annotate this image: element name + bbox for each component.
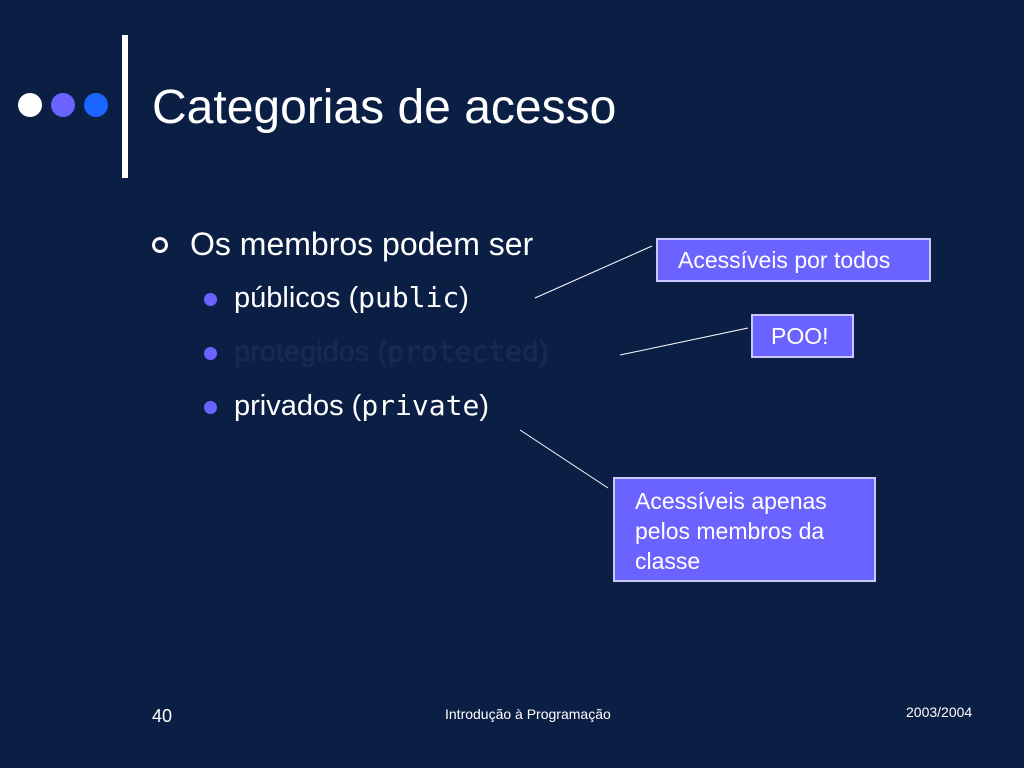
- code-keyword: protected: [387, 335, 539, 368]
- bullet-close-paren: ): [459, 282, 469, 314]
- footer-year: 2003/2004: [906, 704, 973, 720]
- bullet-item-text: privados (private): [234, 388, 489, 424]
- bullet-close-paren: ): [479, 390, 490, 422]
- bullet-item-text: protegidos (protected): [234, 334, 549, 370]
- callout-protected: POO!: [751, 314, 854, 358]
- bullet-label: protegidos (: [234, 336, 388, 368]
- connector-private: [519, 429, 609, 489]
- ring-bullet-icon: [152, 237, 168, 253]
- bullet-label: privados (: [234, 390, 362, 422]
- bullet-item-text: públicos (public): [234, 280, 469, 316]
- bullet-label: públicos (: [234, 282, 359, 314]
- white-dot-icon: [18, 93, 42, 117]
- slide-title: Categorias de acesso: [152, 81, 617, 134]
- callout-public: Acessíveis por todos: [656, 238, 931, 282]
- code-keyword: private: [361, 389, 480, 422]
- page-number: 40: [152, 706, 173, 726]
- bullet-close-paren: ): [538, 336, 549, 368]
- connector-protected: [619, 327, 749, 356]
- callout-private: Acessíveis apenas pelos membros da class…: [613, 477, 876, 582]
- slide-logo-dots: [18, 93, 112, 119]
- connector-public: [534, 245, 653, 299]
- footer-course: Introdução à Programação: [445, 706, 611, 722]
- purple-dot-icon: [51, 93, 75, 117]
- dot-bullet-icon: [204, 293, 217, 306]
- dot-bullet-icon: [204, 347, 217, 360]
- blue-dot-icon: [84, 93, 108, 117]
- bullet-main-text: Os membros podem ser: [190, 226, 534, 262]
- dot-bullet-icon: [204, 401, 217, 414]
- title-divider: [122, 35, 128, 178]
- code-keyword: public: [358, 281, 460, 314]
